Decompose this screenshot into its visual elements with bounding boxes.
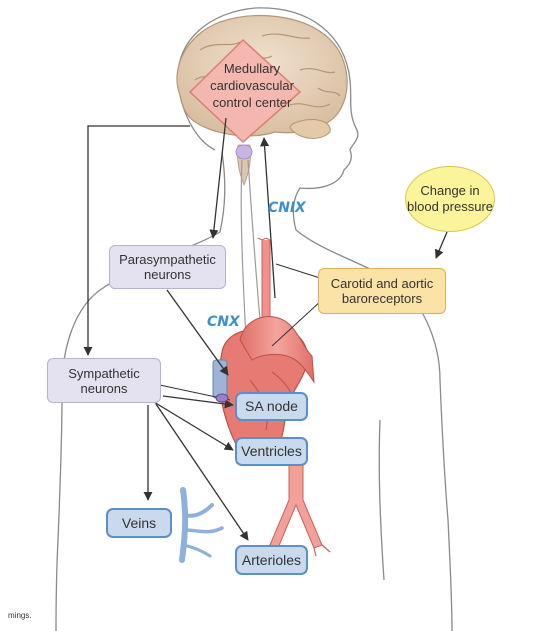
arrows xyxy=(83,117,448,541)
cn-x-annotation: CNⅩ xyxy=(207,314,240,330)
sa-node-marker xyxy=(215,393,229,403)
baroreceptors-box: Carotid and aortic baroreceptors xyxy=(318,268,446,314)
nerve-fibers xyxy=(240,159,263,341)
sa-node-box: SA node xyxy=(235,392,308,421)
body-outline xyxy=(55,7,453,631)
medullary-control-label: Medullary cardiovascular control center xyxy=(210,61,294,110)
medullary-control-diamond xyxy=(188,38,302,144)
vein-branches xyxy=(179,487,224,563)
sympathetic-neurons-box: Sympathetic neurons xyxy=(47,358,161,403)
veins-box: Veins xyxy=(106,508,172,538)
ventricles-box: Ventricles xyxy=(235,437,308,466)
cn-ix-annotation: CNⅨ xyxy=(268,200,306,216)
change-in-blood-pressure-ellipse: Change in blood pressure xyxy=(405,166,495,232)
parasympathetic-neurons-box: Parasympathetic neurons xyxy=(109,245,226,289)
credit-text: mings. xyxy=(8,611,32,620)
arterioles-box: Arterioles xyxy=(235,545,308,575)
descending-aorta xyxy=(261,459,331,557)
